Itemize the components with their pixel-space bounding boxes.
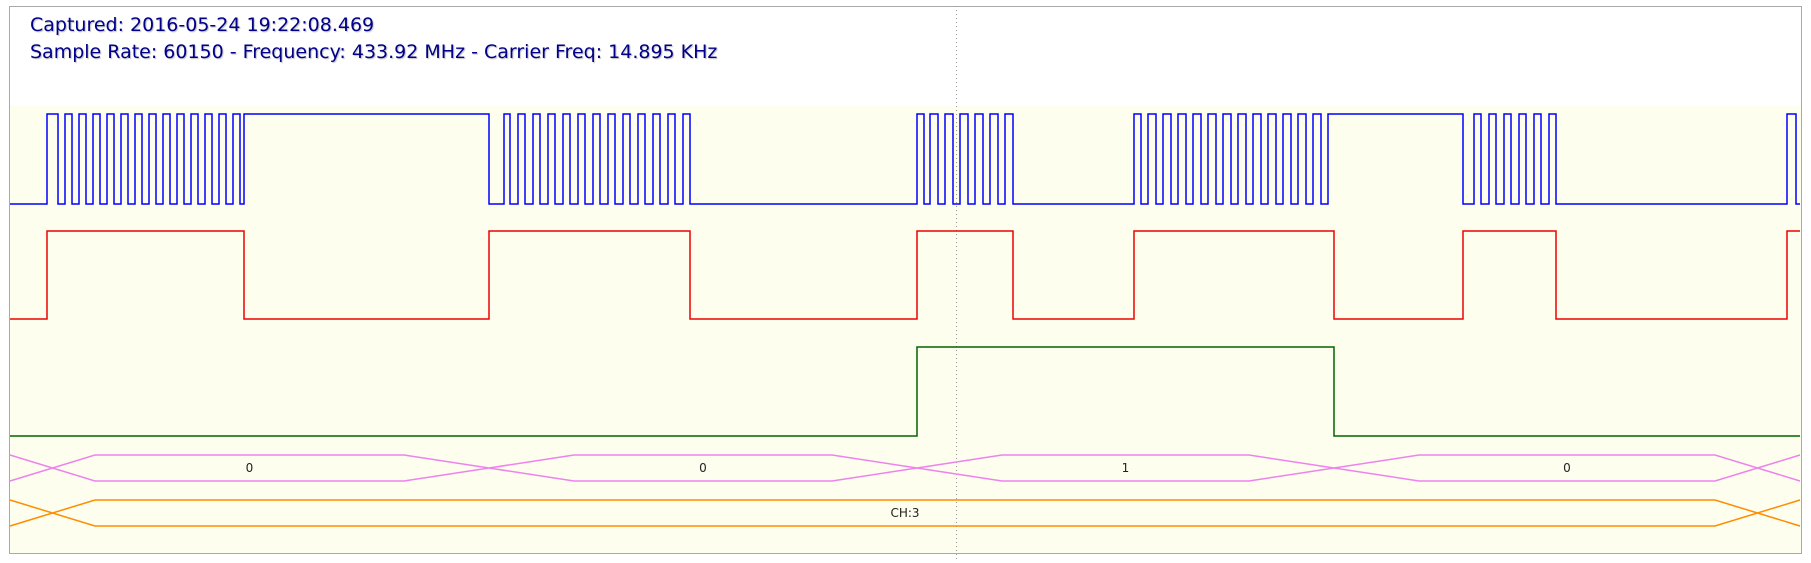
bit-bus-segment xyxy=(916,454,1335,482)
channel-bus-label: CH:3 xyxy=(890,506,919,520)
bit-bus-segment xyxy=(1333,454,1801,482)
channel-bus-segment xyxy=(9,499,1801,527)
bit-bus-label: 1 xyxy=(1122,461,1130,475)
bit-bus-segment xyxy=(488,454,918,482)
capture-parameters: Sample Rate: 60150 - Frequency: 433.92 M… xyxy=(30,41,718,63)
bit-bus-label: 0 xyxy=(1563,461,1571,475)
bit-decoder-bus: 0 0 1 0 xyxy=(9,454,1801,482)
demodulated-signal-path xyxy=(10,230,1800,320)
scope-frame xyxy=(9,6,1802,554)
decoded-bit-path xyxy=(10,346,1800,437)
capture-timestamp: Captured: 2016-05-24 19:22:08.469 xyxy=(30,14,375,36)
raw-signal-path xyxy=(10,113,1800,205)
demodulated-signal-trace xyxy=(10,230,1800,320)
channel-decoder-bus: CH:3 xyxy=(9,499,1801,527)
header-area xyxy=(9,6,1801,106)
bit-bus-label: 0 xyxy=(246,461,254,475)
bit-bus-label: 0 xyxy=(699,461,707,475)
raw-signal-trace xyxy=(10,113,1800,205)
decoded-bit-trace xyxy=(10,346,1800,437)
signal-area xyxy=(9,106,1801,553)
bit-bus-segment xyxy=(9,454,490,482)
